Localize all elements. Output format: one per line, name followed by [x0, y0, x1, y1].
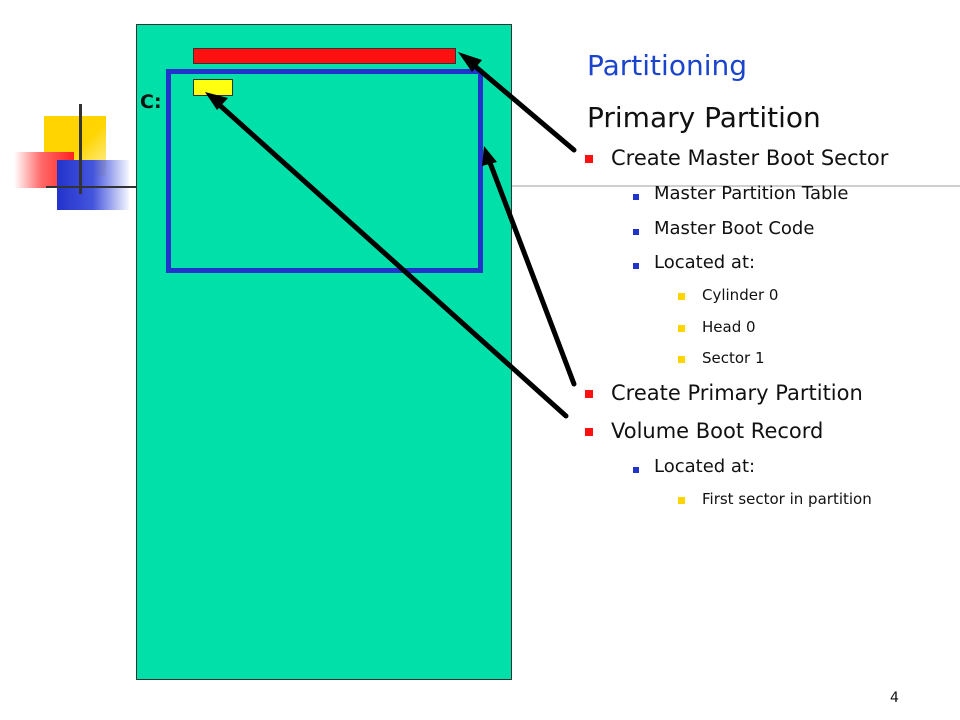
bullet-square-icon	[633, 229, 639, 235]
arrow-to-primary-partition	[486, 157, 577, 387]
bullet-square-icon	[633, 263, 639, 269]
bullet-square-icon	[678, 497, 685, 504]
bullet-master-partition-table: Master Partition Table	[654, 183, 849, 204]
master-boot-sector-block	[193, 48, 456, 64]
header-rule-line	[512, 185, 960, 187]
arrowhead-master-boot-sector	[458, 52, 482, 72]
arrowhead-primary-partition	[482, 146, 497, 166]
bullet-head: Head 0	[702, 318, 756, 336]
bullet-create-master-boot-sector: Create Master Boot Sector	[611, 146, 889, 170]
bullet-square-icon	[678, 325, 685, 332]
bullet-square-icon	[585, 155, 593, 163]
bullet-sector: Sector 1	[702, 349, 765, 367]
page-number: 4	[890, 690, 899, 706]
slide-heading: Primary Partition	[587, 101, 821, 134]
bullet-volume-boot-record: Volume Boot Record	[611, 419, 824, 443]
bullet-cylinder: Cylinder 0	[702, 286, 779, 304]
bullet-create-primary-partition: Create Primary Partition	[611, 381, 863, 405]
bullet-square-icon	[633, 194, 639, 200]
bullet-first-sector-in-partition: First sector in partition	[702, 490, 872, 508]
bullet-square-icon	[585, 390, 593, 398]
bullet-square-icon	[678, 356, 685, 363]
bullet-located-at-vbr: Located at:	[654, 456, 756, 477]
logo-blue-block	[57, 160, 129, 210]
bullet-master-boot-code: Master Boot Code	[654, 218, 815, 239]
bullet-square-icon	[678, 293, 685, 300]
logo-vertical-line	[79, 104, 82, 194]
primary-partition-box	[166, 69, 483, 273]
bullet-located-at-mbs: Located at:	[654, 252, 756, 273]
arrowhead-volume-boot-record	[205, 92, 228, 110]
bullet-square-icon	[585, 428, 593, 436]
arrow-to-master-boot-sector	[467, 59, 577, 153]
slide-title: Partitioning	[587, 49, 747, 82]
bullet-square-icon	[633, 467, 639, 473]
logo-horizontal-line	[46, 186, 138, 188]
disk-drive	[136, 24, 512, 680]
arrow-to-volume-boot-record	[212, 98, 569, 419]
drive-letter-label: C:	[140, 91, 162, 113]
